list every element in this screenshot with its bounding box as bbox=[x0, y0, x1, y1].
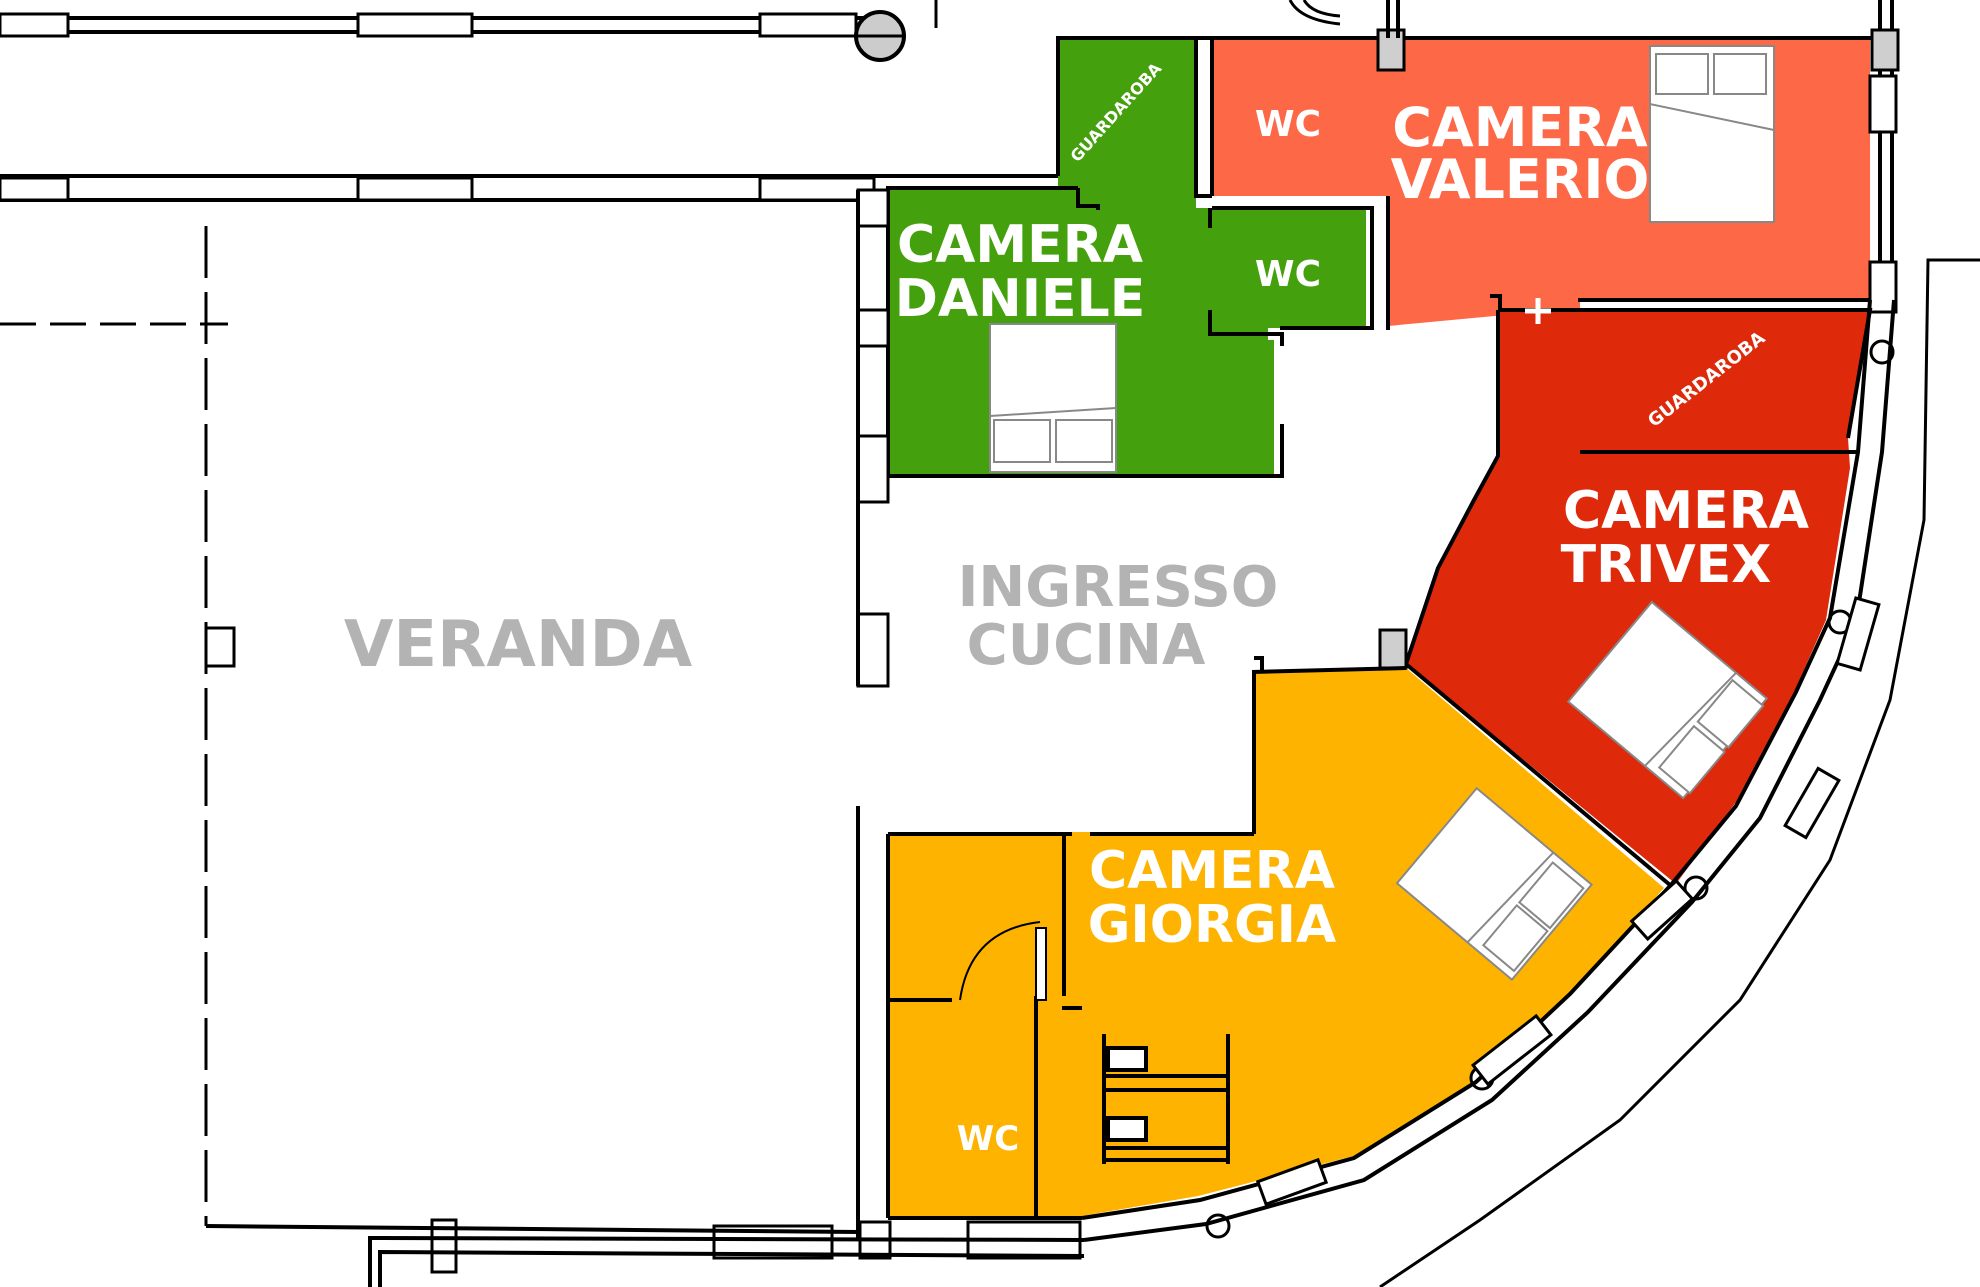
room-giorgia-title-line1: CAMERA bbox=[1089, 841, 1335, 901]
ingresso-label-line2: CUCINA bbox=[967, 613, 1206, 678]
bunk-bed-icon bbox=[1102, 1034, 1230, 1164]
room-giorgia-title-line2: GIORGIA bbox=[1088, 895, 1337, 955]
room-trivex-title-line1: CAMERA bbox=[1563, 481, 1809, 541]
room-daniele-wc-label: WC bbox=[1255, 254, 1321, 295]
veranda-boundary bbox=[0, 226, 236, 1226]
door-swing-icon bbox=[959, 921, 1047, 1001]
room-valerio-title-line1: CAMERA bbox=[1392, 96, 1648, 159]
room-daniele-walls bbox=[856, 36, 1374, 688]
plus-marker-icon bbox=[1525, 298, 1551, 324]
room-valerio-wc-label: WC bbox=[1255, 104, 1321, 145]
room-daniele-title-line2: DANIELE bbox=[895, 269, 1145, 329]
room-giorgia-wc-label: WC bbox=[957, 1119, 1019, 1159]
top-wall bbox=[0, 12, 1058, 202]
room-daniele-title-line1: CAMERA bbox=[897, 215, 1143, 275]
double-bed-icon bbox=[989, 45, 1775, 982]
ingresso-label-line1: INGRESSO bbox=[958, 555, 1279, 620]
room-valerio-title-line2: VALERIO bbox=[1391, 148, 1650, 211]
room-trivex-title-line2: TRIVEX bbox=[1561, 535, 1772, 595]
curved-exterior-wall bbox=[1081, 258, 1980, 1287]
room-valerio-walls bbox=[1212, 0, 1900, 330]
veranda-label: VERANDA bbox=[344, 608, 693, 682]
room-giorgia-walls bbox=[205, 656, 1407, 1287]
stair-curve bbox=[934, 0, 1341, 28]
